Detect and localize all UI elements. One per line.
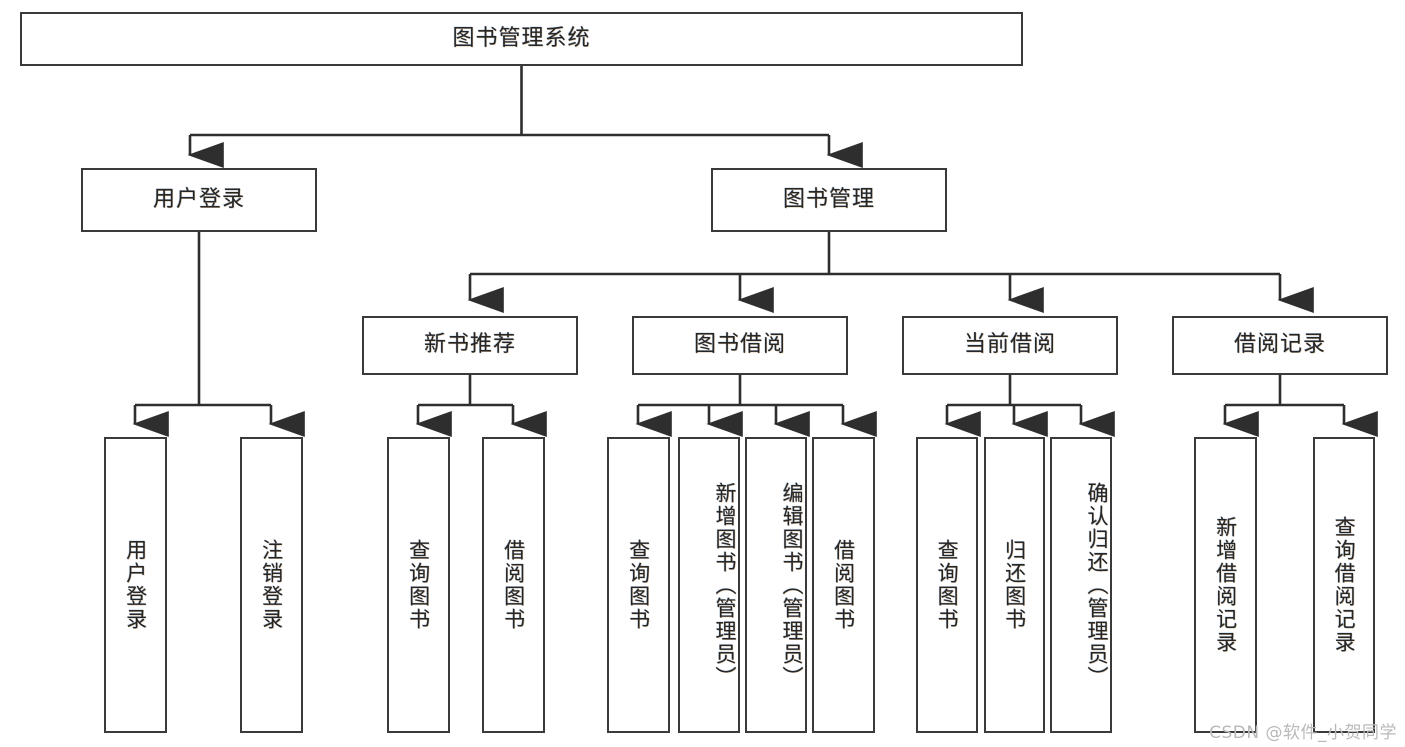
leaf-borrow-book-label: 借阅图书 <box>831 539 856 631</box>
leaf-query-borrow-record-label: 查询借阅记录 <box>1332 516 1357 654</box>
node-new-book-recommend-label: 新书推荐 <box>423 332 516 358</box>
leaf-query-book-rec[interactable]: 查询图书 <box>387 437 450 733</box>
watermark: CSDN @软件_小贺同学 <box>1209 723 1397 743</box>
leaf-query-book-borrow[interactable]: 查询图书 <box>607 437 670 733</box>
node-new-book-recommend[interactable]: 新书推荐 <box>362 316 578 375</box>
node-book-borrow-label: 图书借阅 <box>693 332 786 358</box>
leaf-edit-book-admin[interactable]: 编辑图书（管理员） <box>745 437 807 733</box>
node-book-management[interactable]: 图书管理 <box>711 168 947 232</box>
leaf-query-book-current[interactable]: 查询图书 <box>916 437 978 733</box>
leaf-query-borrow-record[interactable]: 查询借阅记录 <box>1313 437 1375 733</box>
leaf-user-login[interactable]: 用户登录 <box>104 437 167 733</box>
leaf-add-book-admin-label: 新增图书（管理员） <box>713 481 737 689</box>
node-borrow-record-label: 借阅记录 <box>1233 332 1326 358</box>
node-user-login-label: 用户登录 <box>152 186 245 212</box>
leaf-add-borrow-record[interactable]: 新增借阅记录 <box>1194 437 1257 733</box>
node-book-management-label: 图书管理 <box>782 186 875 212</box>
node-borrow-record[interactable]: 借阅记录 <box>1172 316 1388 375</box>
node-root-label: 图书管理系统 <box>452 25 591 51</box>
node-user-login[interactable]: 用户登录 <box>81 168 317 232</box>
leaf-confirm-return-admin-label: 确认归还（管理员） <box>1085 481 1109 689</box>
node-current-borrow[interactable]: 当前借阅 <box>902 316 1118 375</box>
leaf-query-book-borrow-label: 查询图书 <box>626 539 651 631</box>
leaf-edit-book-admin-label: 编辑图书（管理员） <box>780 481 804 689</box>
leaf-logout[interactable]: 注销登录 <box>240 437 303 733</box>
leaf-borrow-book-rec[interactable]: 借阅图书 <box>482 437 545 733</box>
node-book-borrow[interactable]: 图书借阅 <box>632 316 848 375</box>
leaf-query-book-rec-label: 查询图书 <box>406 539 431 631</box>
leaf-logout-label: 注销登录 <box>259 539 284 631</box>
leaf-confirm-return-admin[interactable]: 确认归还（管理员） <box>1050 437 1112 733</box>
leaf-user-login-label: 用户登录 <box>123 539 148 631</box>
leaf-return-book-label: 归还图书 <box>1002 539 1027 631</box>
leaf-borrow-book-rec-label: 借阅图书 <box>501 539 526 631</box>
leaf-borrow-book[interactable]: 借阅图书 <box>812 437 875 733</box>
leaf-add-book-admin[interactable]: 新增图书（管理员） <box>678 437 740 733</box>
leaf-add-borrow-record-label: 新增借阅记录 <box>1213 516 1238 654</box>
leaf-return-book[interactable]: 归还图书 <box>984 437 1045 733</box>
node-current-borrow-label: 当前借阅 <box>963 332 1056 358</box>
leaf-query-book-current-label: 查询图书 <box>935 539 960 631</box>
node-root[interactable]: 图书管理系统 <box>20 12 1023 66</box>
